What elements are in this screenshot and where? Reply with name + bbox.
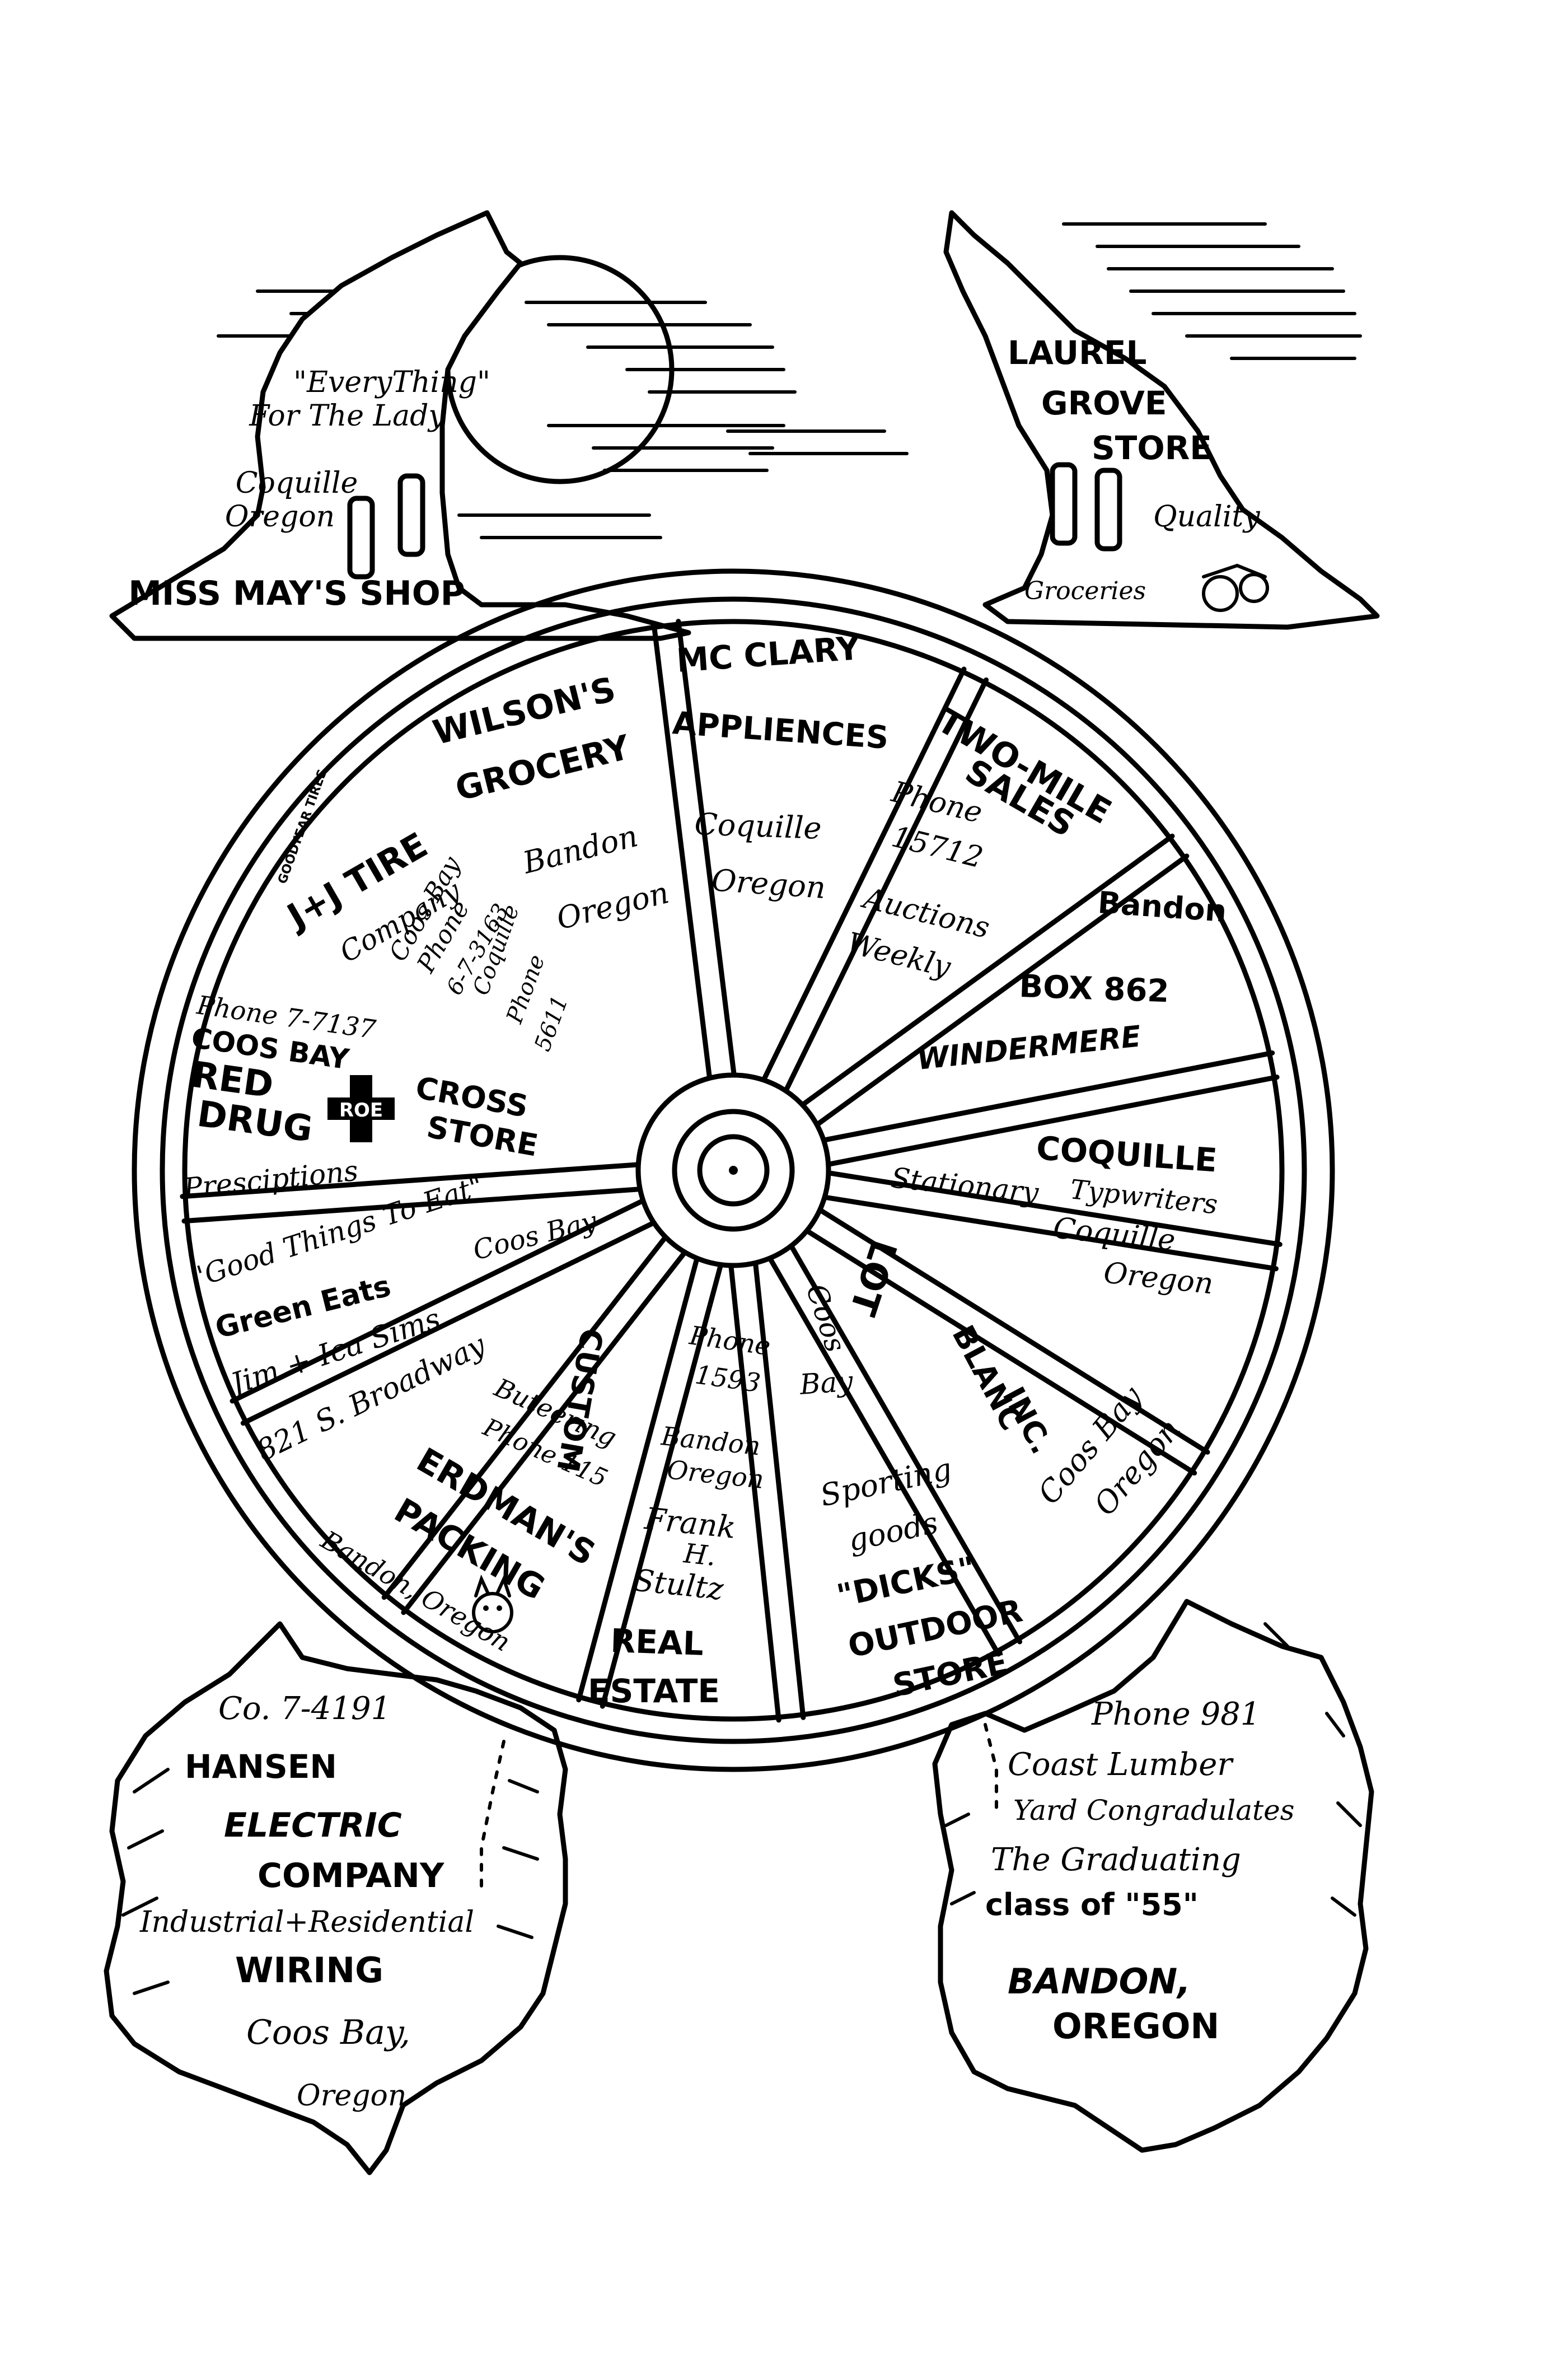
wheel-spoke-line [651, 622, 713, 1083]
wheel-spoke-line [812, 853, 1190, 1129]
pig-face-icon [472, 1574, 513, 1633]
ad-title: BANDON, [1008, 1961, 1191, 2002]
ad-text: Oregon [297, 2079, 406, 2113]
ad-text: Co. 7-4191 [218, 1690, 391, 1727]
wheel-spoke-line [240, 1219, 658, 1426]
wheel-spoke-line [802, 1227, 1197, 1476]
wheel-spoke-line [782, 677, 989, 1095]
wheel-spoke-line [823, 1170, 1283, 1247]
ad-title: LOT [841, 1235, 904, 1320]
wheel-spoke-line [820, 1194, 1279, 1272]
ad-title: LAUREL [1008, 334, 1146, 372]
ad-text: Quality [1153, 500, 1260, 534]
ad-title: REAL [610, 1622, 704, 1663]
ad-text: Oregon [710, 862, 827, 905]
wheel-spoke-line [766, 1254, 1001, 1657]
ad-title: OREGON [1052, 2006, 1219, 2047]
ad-text: Coast Lumber [1008, 1746, 1234, 1783]
ad-text: Coquille [694, 806, 822, 846]
ad-text: "EveryThing" [293, 366, 490, 399]
wheel-spoke-line [381, 1232, 670, 1600]
wheel-spoke-line [676, 619, 737, 1080]
ad-text: H. [682, 1538, 718, 1572]
wheel-spoke-line [401, 1248, 689, 1615]
ad-text: Stationary [890, 1161, 1041, 1209]
ad-title: ELECTRIC [224, 1806, 402, 1845]
wheel-spoke-line [576, 1254, 700, 1703]
ad-text: Industrial+Residential [139, 1905, 474, 1939]
segment-erdmans-packing: CUSTOM Buteering Phone 115 ERDMAN'S PACK… [316, 1326, 621, 1657]
ad-title: MC CLARY [675, 629, 862, 680]
wheel-spoke-line [230, 1197, 648, 1404]
ad-title: MISS MAY'S SHOP [128, 574, 465, 613]
ad-text: 1593 [693, 1359, 762, 1398]
ad-text: Coquille [1052, 1211, 1177, 1258]
ad-text: Yard Congradulates [1013, 1794, 1294, 1827]
ad-title: COQUILLE [1035, 1129, 1218, 1179]
wheel-spokes [180, 619, 1283, 1723]
wheel-spoke-line [819, 1050, 1275, 1143]
ad-text: Groceries [1024, 577, 1146, 605]
wheel-spoke-line [728, 1260, 781, 1723]
hansen-electric-ad: Co. 7-4191 HANSEN ELECTRIC COMPANY Indus… [139, 1690, 474, 2113]
ad-title: COMPANY [258, 1856, 445, 1895]
ad-title: "DICKS" [834, 1550, 979, 1615]
segment-stultz-real-estate: Phone 1593 Bandon Oregon Frank H. Stultz… [588, 1320, 773, 1710]
cloud-lines-right [726, 222, 1362, 455]
segment-mcclary-appliences: MC CLARY APPLIENCES Coquille Oregon [671, 629, 890, 905]
wheel-spoke-line [181, 1186, 645, 1224]
ad-title: STORE [890, 1645, 1010, 1704]
wheel-spoke-line [823, 1075, 1280, 1167]
segment-wilsons-grocery: WILSON'S GROCERY Bandon Oregon [429, 670, 672, 936]
ad-title: APPLIENCES [671, 705, 890, 756]
wheel-spoke-line [788, 1241, 1023, 1645]
ad-text: Oregon [553, 875, 672, 936]
ad-title: WIRING [235, 1950, 383, 1991]
ad-title: STORE [1092, 429, 1212, 467]
ad-text: Phone 981 [1091, 1696, 1260, 1732]
wheel-spoke-line [180, 1162, 643, 1199]
howling-coyote-right [943, 210, 1380, 630]
ad-text: The Graduating [991, 1842, 1241, 1878]
segment-red-cross-drug-store: Phone 7-7137 COOS BAY RED CROSS DRUG STO… [181, 989, 541, 1205]
ad-title: HANSEN [185, 1748, 337, 1786]
cloud-lines-left [217, 289, 797, 539]
ad-text: 5611 [530, 992, 573, 1054]
ad-text: Weekly [844, 926, 954, 984]
wheel-spoke-line [600, 1260, 724, 1709]
tree-bush-left [104, 1621, 568, 2175]
ad-text: BOX 862 [1019, 968, 1170, 1010]
ad-text: Oregon [225, 500, 335, 534]
ad-text: For The Lady [249, 399, 445, 433]
ad-title: ESTATE [588, 1672, 720, 1710]
logo-letters: ROE [339, 1099, 383, 1122]
wheel-spoke-line [760, 666, 967, 1085]
ad-text: class of "55" [985, 1887, 1199, 1922]
ad-text: Bay [798, 1365, 854, 1401]
ad-title: GROVE [1041, 384, 1167, 422]
ad-text: Bandon [519, 818, 642, 881]
coast-lumber-yard-ad: Phone 981 Coast Lumber Yard Congradulate… [985, 1696, 1294, 2047]
ad-text: GOODYEAR TIRES [275, 768, 330, 886]
rexall-cross-logo: ROE [327, 1075, 395, 1142]
ad-text: Presciptions [181, 1155, 359, 1205]
howling-coyote-left [109, 210, 691, 641]
grocery-bag-icon [1202, 563, 1269, 612]
ad-title: DRUG [195, 1094, 315, 1151]
laurel-grove-store-ad: LAUREL GROVE STORE Quality Groceries [1008, 334, 1269, 612]
wheel-spoke-line [816, 1206, 1210, 1455]
ad-text: goods [845, 1505, 941, 1558]
ad-text: Oregon [1102, 1256, 1215, 1301]
wheel-spoke-line [752, 1258, 806, 1720]
wheel-spoke-line [798, 833, 1175, 1109]
ad-text: Coos [800, 1280, 853, 1356]
wagon-wheel [132, 568, 1335, 1772]
ad-text: Coquille [236, 466, 358, 500]
ad-text: Coos Bay, [246, 2013, 410, 2052]
miss-mays-shop-ad: "EveryThing" For The Lady Coquille Orego… [128, 366, 490, 613]
